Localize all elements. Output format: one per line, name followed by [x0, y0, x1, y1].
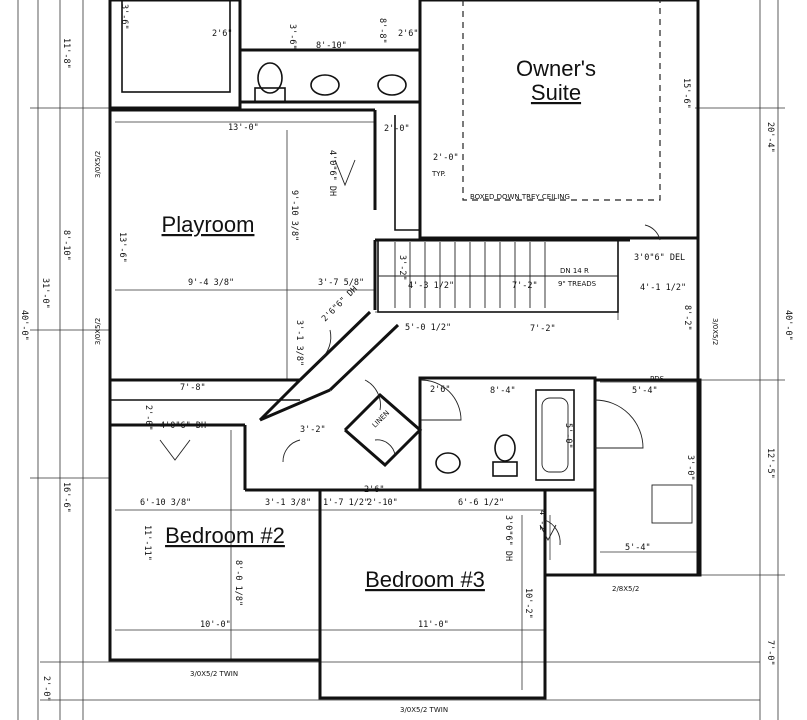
- dim-label: 2'6": [212, 29, 232, 39]
- note-window-left-lower: 3/0X5/2: [94, 318, 102, 345]
- room-playroom: Playroom: [162, 212, 255, 237]
- dim-label: 15'-6": [681, 78, 691, 109]
- room-owners-suite-line2: Suite: [531, 80, 581, 105]
- dim-label: 31'-0": [40, 278, 50, 309]
- room-labels: Owner's Suite Playroom Bedroom #2 Bedroo…: [162, 56, 596, 592]
- note-window-right-bottom: 2/8X5/2: [612, 585, 639, 593]
- dim-label: 3'-1 3/8": [294, 320, 304, 366]
- dim-label: 5'-0": [563, 423, 573, 449]
- note-stair-dn: DN 14 R: [560, 267, 589, 275]
- dim-label: 12'-5": [765, 448, 775, 479]
- dim-label: 11'-11": [142, 525, 152, 561]
- dim-label: 2'6": [398, 29, 418, 39]
- dim-label: 6'-10 3/8": [140, 498, 191, 508]
- dim-label: 5'-4": [632, 386, 658, 396]
- dim-label: 16'-6": [61, 482, 71, 513]
- dim-label: 5'-0 1/2": [405, 323, 451, 333]
- room-owners-suite-line1: Owner's: [516, 56, 596, 81]
- walls: [108, 0, 702, 700]
- dim-label: 2'-0": [384, 124, 410, 134]
- dim-label: 3'0"6" DH: [503, 515, 513, 561]
- dim-label: 40'-0": [19, 310, 29, 341]
- dim-label: 2'-0": [41, 676, 51, 702]
- room-bedroom-2: Bedroom #2: [165, 523, 285, 548]
- dim-label: 13'-6": [117, 232, 127, 263]
- dim-label: 9'-10 3/8": [289, 190, 299, 241]
- dim-label: 3'-2": [300, 425, 326, 435]
- note-window-bottom-mid: 3/0X5/2 TWIN: [400, 706, 448, 714]
- dim-label: 5'-4": [625, 543, 651, 553]
- fixtures: [159, 62, 661, 546]
- note-window-bottom-left: 3/0X5/2 TWIN: [190, 670, 238, 678]
- dim-label: 2'-0": [433, 153, 459, 163]
- dim-label: 3'-2": [397, 255, 407, 281]
- dim-label: 2'6": [364, 485, 384, 495]
- dim-label: 7'-8": [180, 383, 206, 393]
- dim-label: 6'-6 1/2": [458, 498, 504, 508]
- dim-label: 4'-1 1/2": [640, 283, 686, 293]
- dim-label: 8'-8": [377, 18, 387, 44]
- dim-label: 11'-0": [418, 620, 449, 630]
- dim-label: 2'6": [430, 385, 450, 395]
- note-pds: PDS: [650, 375, 665, 383]
- dim-label: 2'-0": [143, 405, 153, 431]
- room-bedroom-3: Bedroom #3: [365, 567, 485, 592]
- note-window-left-upper: 3/0X5/2: [94, 151, 102, 178]
- dim-label: 4'-3 1/2": [408, 281, 454, 291]
- dim-label: 8'-0 1/8": [233, 560, 243, 606]
- dim-label: 3'-6": [287, 24, 297, 50]
- note-typ: TYP.: [431, 170, 446, 178]
- dim-label: 3'-0": [685, 455, 695, 481]
- dim-label: 1'-7 1/2": [323, 498, 369, 508]
- dim-label: 8'-2": [682, 305, 692, 331]
- note-window-right-mid: 3/0X5/2: [711, 318, 719, 345]
- dim-label: 3'-7 5/8": [318, 278, 364, 288]
- dim-label: 10'-0": [200, 620, 231, 630]
- dim-label: 11'-8": [61, 38, 71, 69]
- dim-label: 4'0"6" DH: [327, 150, 337, 196]
- dim-label: 10'-2": [523, 588, 533, 619]
- dim-label: 8'-10": [316, 41, 347, 51]
- dim-label: 9'-4 3/8": [188, 278, 234, 288]
- dim-label: 40'-0": [783, 310, 793, 341]
- note-door-del: 3'0"6" DEL: [634, 253, 685, 263]
- dim-label: 4'-2": [537, 510, 547, 536]
- dim-label: 3'-6": [119, 4, 129, 30]
- note-door-dh-left: 4'0"6" DH: [160, 421, 206, 431]
- dim-label: 2'-10": [367, 498, 398, 508]
- note-boxed-ceiling: BOXED DOWN TREY CEILING: [470, 193, 570, 201]
- dim-label: 7'-0": [765, 640, 775, 666]
- dim-label: 3'-1 3/8": [265, 498, 311, 508]
- dim-label: 7'-2": [530, 324, 556, 334]
- dim-label: 7'-2": [512, 281, 538, 291]
- dim-label: 13'-0": [228, 123, 259, 133]
- dimension-lines: [17, 0, 785, 720]
- note-linen: LINEN: [371, 409, 391, 429]
- dim-label: 8'-4": [490, 386, 516, 396]
- note-stair-treads: 9" TREADS: [558, 280, 597, 288]
- dim-label: 8'-10": [61, 230, 71, 261]
- dim-label: 20'-4": [765, 122, 775, 153]
- dim-label: 2'6"6" DH: [320, 284, 360, 324]
